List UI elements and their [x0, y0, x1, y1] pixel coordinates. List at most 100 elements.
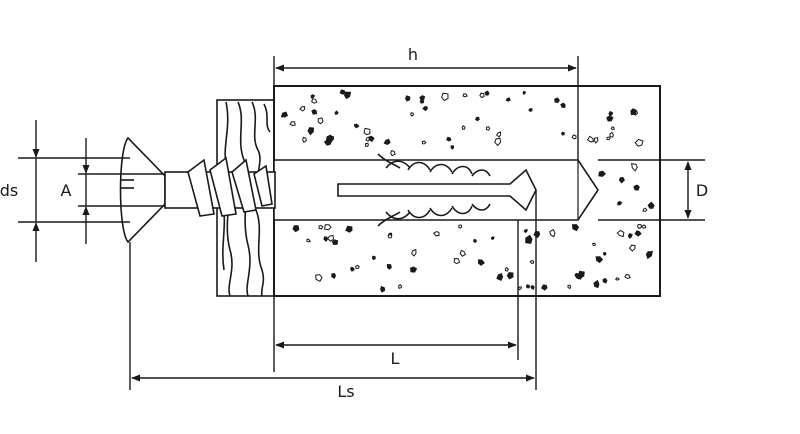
aggregate-speckle — [525, 234, 533, 244]
aggregate-speckle — [461, 125, 466, 130]
aggregate-speckle — [630, 163, 638, 172]
aggregate-speckle — [368, 135, 375, 143]
aggregate-speckle — [642, 207, 648, 212]
aggregate-speckle — [528, 108, 533, 112]
aggregate-speckle — [410, 266, 418, 273]
aggregate-speckle — [302, 136, 307, 144]
aggregate-speckle — [525, 284, 530, 289]
aggregate-speckle — [523, 229, 528, 234]
aggregate-speckle — [446, 136, 452, 142]
aggregate-speckle — [331, 239, 339, 246]
aggregate-speckle — [292, 225, 300, 233]
aggregate-speckle — [490, 236, 495, 241]
label-a: A — [61, 181, 72, 200]
label-h: h — [408, 45, 418, 64]
aggregate-speckle — [530, 284, 535, 291]
aggregate-speckle — [591, 242, 596, 247]
aggregate-speckle — [315, 274, 323, 282]
aggregate-speckle — [419, 99, 425, 104]
aggregate-speckle — [318, 224, 324, 230]
aggregate-speckle — [578, 270, 585, 279]
aggregate-speckle — [484, 90, 490, 96]
aggregate-speckle — [459, 249, 467, 257]
aggregate-speckle — [505, 97, 511, 102]
aggregate-speckle — [549, 228, 556, 238]
aggregate-speckle — [473, 239, 478, 244]
aggregate-speckle — [477, 259, 485, 266]
aggregate-speckle — [323, 236, 329, 242]
aggregate-speckle — [398, 284, 403, 289]
label-ds: ds — [0, 181, 18, 200]
aggregate-speckle — [380, 285, 386, 293]
aggregate-speckle — [615, 277, 620, 281]
aggregate-speckle — [390, 150, 396, 157]
aggregate-speckle — [586, 135, 594, 143]
aggregate-speckle — [410, 112, 414, 117]
aggregate-speckle — [411, 248, 417, 257]
aggregate-speckle — [317, 117, 324, 125]
aggregate-speckle — [331, 272, 337, 279]
aggregate-speckle — [647, 201, 655, 209]
aggregate-speckle — [554, 97, 560, 104]
aggregate-speckle — [567, 284, 572, 290]
aggregate-speckle — [574, 272, 579, 277]
dimension-lines — [18, 56, 705, 390]
aggregate-speckle — [328, 135, 334, 143]
aggregate-speckle — [339, 89, 347, 95]
plastic-anchor — [337, 153, 537, 227]
aggregate-speckle — [636, 223, 642, 230]
aggregate-speckle — [355, 264, 360, 270]
aggregate-speckle — [616, 229, 625, 238]
aggregate-speckle — [311, 109, 318, 115]
aggregate-speckle — [602, 252, 607, 256]
aggregate-speckle — [432, 230, 440, 237]
aggregate-speckle — [504, 266, 510, 272]
aggregate-speckle — [598, 170, 606, 177]
aggregate-speckle — [630, 108, 637, 116]
aggregate-speckle — [453, 258, 461, 265]
aggregate-speckle — [560, 102, 566, 109]
aggregate-speckle — [458, 224, 463, 229]
aggregate-speckle — [602, 277, 608, 284]
aggregate-speckle — [627, 232, 633, 239]
aggregate-speckle — [441, 92, 449, 102]
label-d: D — [696, 181, 708, 200]
label-l: L — [391, 349, 400, 368]
aggregate-speckle — [595, 256, 604, 264]
screw — [119, 136, 276, 244]
aggregate-speckle — [624, 273, 631, 280]
aggregate-speckle — [606, 136, 611, 141]
aggregate-speckle — [311, 98, 318, 104]
aggregate-speckle — [307, 127, 315, 136]
aggregate-speckle — [617, 200, 623, 206]
aggregate-speckle — [450, 145, 455, 150]
aggregate-speckle — [475, 116, 480, 122]
aggregate-speckle — [363, 127, 371, 136]
aggregate-speckle — [353, 123, 360, 129]
aggregate-speckle — [462, 93, 468, 98]
aggregate-speckle — [608, 110, 614, 117]
aggregate-speckle — [541, 284, 548, 291]
aggregate-speckle — [280, 111, 289, 118]
aggregate-speckle — [529, 259, 534, 264]
aggregate-speckle — [422, 106, 428, 112]
aggregate-speckle — [593, 279, 600, 289]
aggregate-speckle — [387, 233, 393, 239]
aggregate-speckle — [405, 95, 411, 102]
aggregate-speckle — [561, 131, 565, 136]
aggregate-speckle — [610, 126, 615, 131]
aggregate-speckle — [628, 244, 636, 252]
label-ls: Ls — [337, 382, 354, 401]
aggregate-speckle — [350, 266, 355, 272]
aggregate-speckle — [609, 131, 614, 138]
aggregate-speckle — [345, 225, 353, 233]
aggregate-speckle — [522, 90, 526, 96]
aggregate-speckle — [496, 131, 502, 138]
aggregate-speckle — [571, 224, 580, 232]
aggregate-speckle — [479, 92, 485, 99]
aggregate-speckle — [634, 138, 644, 147]
aggregate-speckle — [571, 134, 577, 140]
aggregate-speckle — [326, 235, 335, 242]
